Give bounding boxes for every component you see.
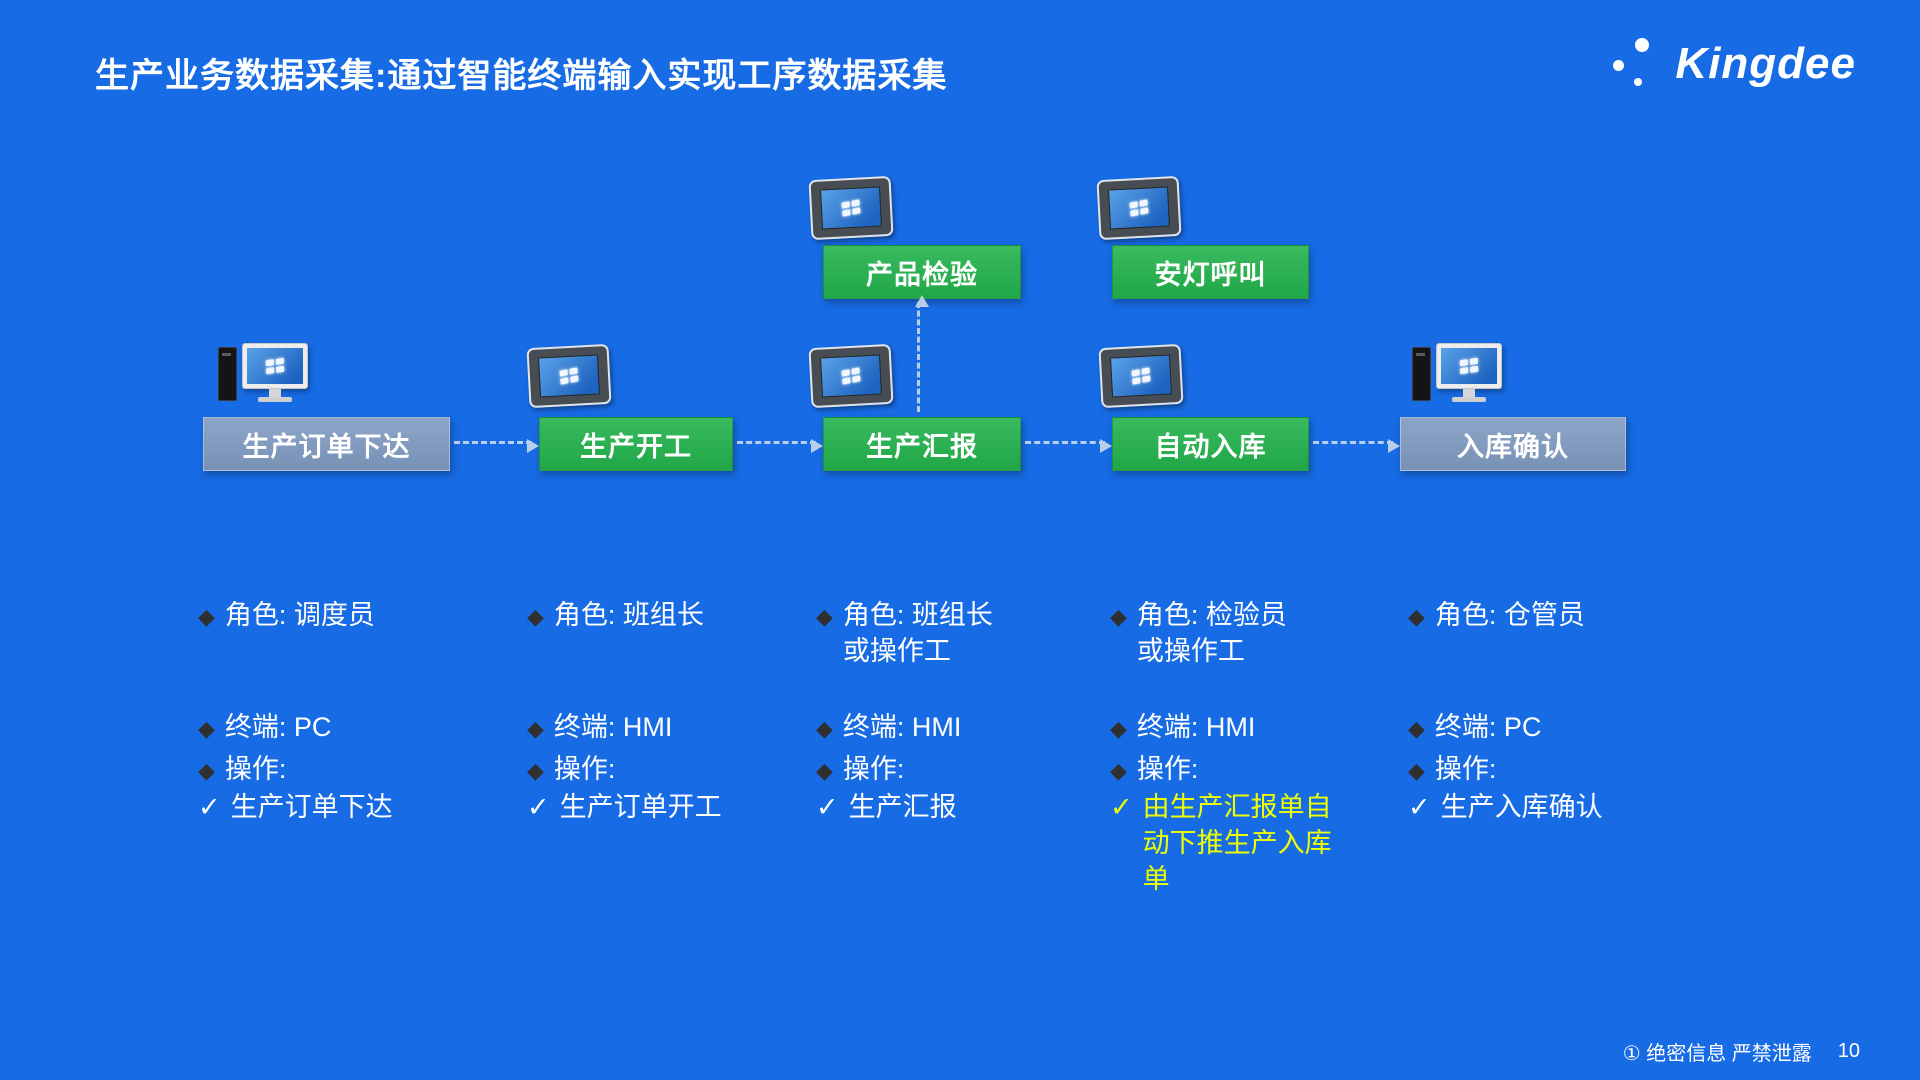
windows-logo-icon — [1129, 199, 1149, 217]
check-icon — [527, 789, 550, 825]
operation-label: 操作: — [1136, 754, 1199, 784]
role-row: 角色: 调度员 — [198, 597, 375, 635]
role-text: 角色: 检验员 — [1136, 600, 1287, 630]
terminal-text: 终端: PC — [224, 712, 332, 742]
role-text: 角色: 班组长 — [842, 600, 993, 630]
page-number: 10 — [1837, 1040, 1860, 1062]
diamond-bullet-icon — [527, 751, 544, 789]
diamond-bullet-icon — [1408, 597, 1425, 635]
flow-node-order-release: 生产订单下达 — [203, 417, 450, 471]
windows-logo-icon — [1131, 367, 1151, 385]
pc-icon — [1412, 343, 1508, 405]
footer: ① 绝密信息 严禁泄露 10 — [1623, 1037, 1860, 1066]
role-row: 角色: 仓管员 — [1408, 597, 1585, 635]
pc-icon — [218, 343, 314, 405]
windows-logo-icon — [265, 357, 285, 375]
diamond-bullet-icon — [198, 597, 215, 635]
operation-text: 生产汇报 — [848, 792, 957, 822]
hmi-tablet-icon — [808, 175, 894, 241]
flow-arrow-right — [737, 439, 823, 453]
kingdee-logo: Kingdee — [1613, 36, 1856, 92]
operation-label: 操作: — [842, 754, 905, 784]
operation-label-row: 操作: — [198, 751, 287, 789]
operation-row: 生产汇报 — [816, 789, 957, 825]
operation-label-row: 操作: — [1110, 751, 1199, 789]
terminal-row: 终端: HMI — [1110, 709, 1256, 747]
operation-text: 生产订单下达 — [230, 792, 393, 822]
hmi-tablet-icon — [808, 343, 894, 409]
role-row: 角色: 班组长 — [527, 597, 704, 635]
flow-arrow-right — [1025, 439, 1112, 453]
page-title: 生产业务数据采集:通过智能终端输入实现工序数据采集 — [95, 57, 948, 95]
operation-label-row: 操作: — [1408, 751, 1497, 789]
check-icon — [816, 789, 839, 825]
diamond-bullet-icon — [198, 709, 215, 747]
detail-column-production-start: 角色: 班组长 终端: HMI 操作: 生产订单开工 — [527, 597, 827, 937]
operation-row: 生产入库确认 — [1408, 789, 1603, 825]
check-icon — [1110, 789, 1133, 825]
operation-text: 生产入库确认 — [1440, 792, 1603, 822]
terminal-text: 终端: HMI — [553, 712, 673, 742]
terminal-row: 终端: HMI — [816, 709, 962, 747]
diamond-bullet-icon — [816, 709, 833, 747]
diamond-bullet-icon — [527, 709, 544, 747]
operation-text: 生产订单开工 — [559, 792, 722, 822]
role-text: 角色: 班组长 — [553, 600, 704, 630]
diamond-bullet-icon — [527, 597, 544, 635]
flow-arrow-right — [1313, 439, 1400, 453]
terminal-text: 终端: PC — [1434, 712, 1542, 742]
operation-label: 操作: — [224, 754, 287, 784]
check-icon — [198, 789, 221, 825]
operation-label-row: 操作: — [527, 751, 616, 789]
terminal-text: 终端: HMI — [842, 712, 962, 742]
operation-label: 操作: — [1434, 754, 1497, 784]
flow-node-andon-call: 安灯呼叫 — [1112, 245, 1309, 299]
windows-logo-icon — [1459, 357, 1479, 375]
terminal-row: 终端: PC — [1408, 709, 1542, 747]
terminal-row: 终端: HMI — [527, 709, 673, 747]
confidential-note: ① 绝密信息 严禁泄露 — [1622, 1043, 1812, 1065]
windows-logo-icon — [841, 367, 861, 385]
operation-label: 操作: — [553, 754, 616, 784]
operation-text-highlighted: 由生产汇报单自动下推生产入库单 — [1142, 792, 1332, 894]
diamond-bullet-icon — [1110, 751, 1127, 789]
flow-node-warehousing-confirm: 入库确认 — [1400, 417, 1626, 471]
diamond-bullet-icon — [1408, 751, 1425, 789]
windows-logo-icon — [559, 367, 579, 385]
operation-label-row: 操作: — [816, 751, 905, 789]
flow-node-product-inspection: 产品检验 — [823, 245, 1021, 299]
role-text: 角色: 仓管员 — [1434, 600, 1585, 630]
flow-arrow-up — [915, 295, 929, 412]
diamond-bullet-icon — [198, 751, 215, 789]
diamond-bullet-icon — [1110, 597, 1127, 635]
flow-node-auto-warehousing: 自动入库 — [1112, 417, 1309, 471]
operation-row: 由生产汇报单自动下推生产入库单 — [1110, 789, 1343, 897]
flow-arrow-right — [454, 439, 539, 453]
diamond-bullet-icon — [816, 751, 833, 789]
terminal-row: 终端: PC — [198, 709, 332, 747]
hmi-tablet-icon — [526, 343, 612, 409]
diamond-bullet-icon — [1110, 709, 1127, 747]
detail-column-order-release: 角色: 调度员 终端: PC 操作: 生产订单下达 — [198, 597, 498, 937]
diamond-bullet-icon — [816, 597, 833, 635]
kingdee-logo-text: Kingdee — [1675, 39, 1856, 88]
flow-node-production-report: 生产汇报 — [823, 417, 1021, 471]
role-text: 角色: 调度员 — [224, 600, 375, 630]
operation-row: 生产订单开工 — [527, 789, 722, 825]
operation-row: 生产订单下达 — [198, 789, 393, 825]
terminal-text: 终端: HMI — [1136, 712, 1256, 742]
flow-node-production-start: 生产开工 — [539, 417, 733, 471]
detail-column-warehousing-confirm: 角色: 仓管员 终端: PC 操作: 生产入库确认 — [1408, 597, 1708, 937]
diamond-bullet-icon — [1408, 709, 1425, 747]
windows-logo-icon — [841, 199, 861, 217]
kingdee-dots-icon — [1613, 36, 1661, 92]
hmi-tablet-icon — [1096, 175, 1182, 241]
hmi-tablet-icon — [1098, 343, 1184, 409]
check-icon — [1408, 789, 1431, 825]
